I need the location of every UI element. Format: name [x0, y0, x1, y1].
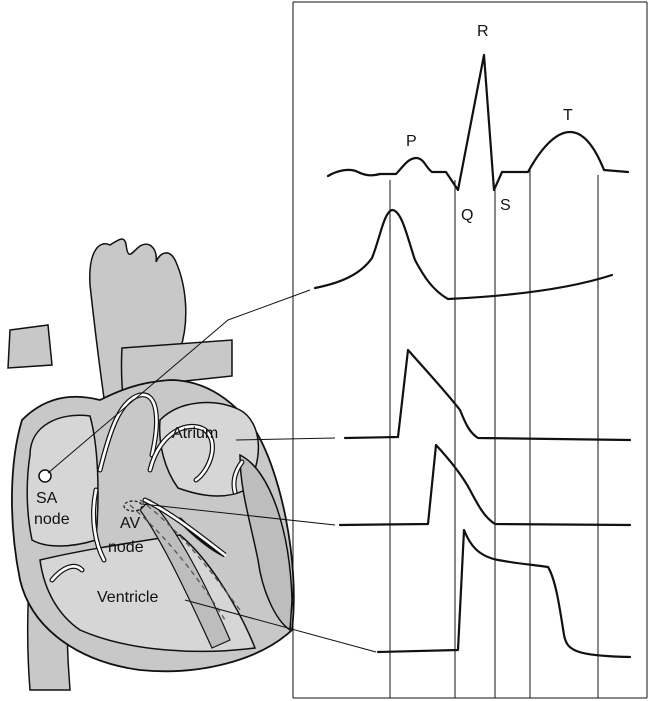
atrial-action-potential	[345, 350, 630, 440]
ecg-label-t: T	[563, 107, 573, 124]
ecg-label-s: S	[500, 197, 511, 214]
label-sa-node-line1: SA	[36, 490, 58, 507]
ecg-label-p: P	[406, 133, 417, 150]
ecg-trace	[328, 55, 628, 190]
ecg-label-r: R	[477, 23, 489, 40]
label-av-node-line1: AV	[120, 515, 140, 532]
av-node-action-potential	[340, 445, 630, 525]
ventricular-action-potential	[378, 530, 630, 657]
trace-panel: R P T Q S	[293, 2, 647, 698]
label-atrium: Atrium	[172, 425, 218, 442]
vena-cava	[8, 325, 52, 368]
ecg-label-q: Q	[461, 207, 473, 224]
leader-sa-tail	[228, 290, 310, 320]
heart-illustration	[8, 239, 294, 690]
label-ventricle: Ventricle	[97, 589, 158, 606]
label-av-node-line2: node	[108, 539, 144, 556]
label-sa-node-line2: node	[34, 511, 70, 528]
